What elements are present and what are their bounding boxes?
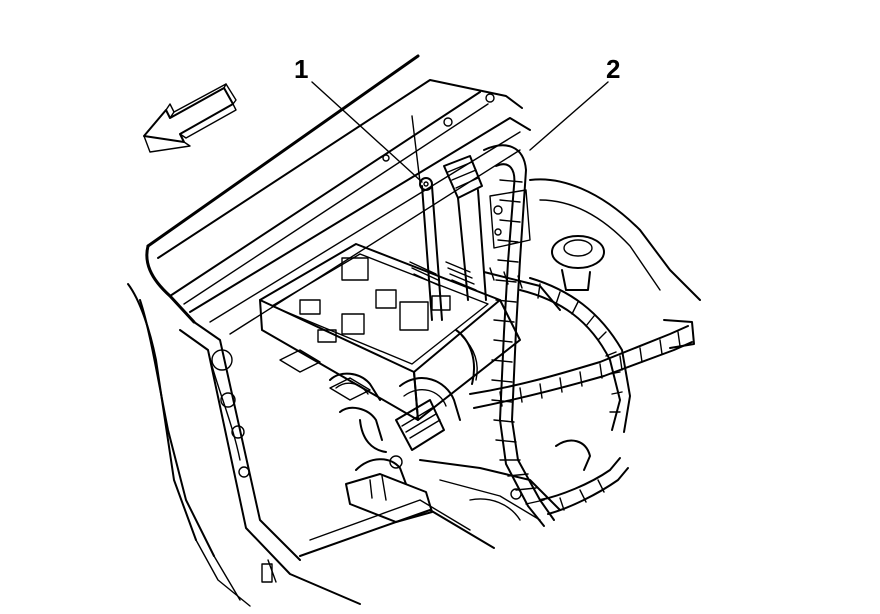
callout-2-label: 2	[606, 54, 620, 84]
callout-1-leader	[311, 81, 423, 183]
underhood-fuse-block	[259, 243, 521, 421]
callout-1-label: 1	[294, 54, 308, 84]
fender-outline	[127, 54, 523, 607]
mounting-bracket	[411, 115, 487, 321]
strut-tower	[489, 178, 701, 301]
forward-direction-arrow-icon	[143, 83, 237, 153]
engine-lower-components	[299, 439, 591, 557]
callout-2-leader	[529, 81, 609, 151]
harness-connectors	[329, 329, 478, 453]
inner-fender-panel	[179, 321, 361, 605]
wiring-harness-conduit	[469, 144, 695, 527]
